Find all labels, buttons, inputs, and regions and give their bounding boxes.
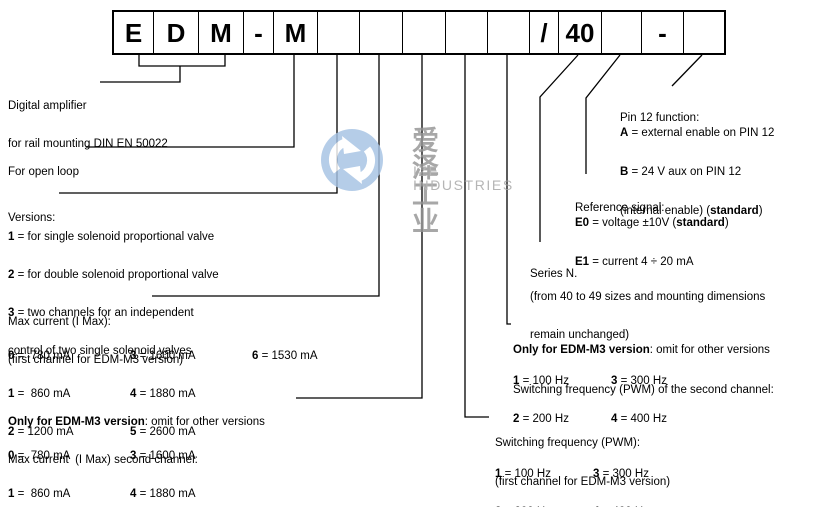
connector-pin12	[671, 54, 703, 87]
max-current-second-title: Only for EDM-M3 version: omit for other …	[8, 416, 265, 466]
reference-signal-options: E0 = voltage ±10V (standard) E1 = curren…	[575, 217, 729, 268]
code-cell-9	[446, 12, 488, 53]
code-cell-4: -	[244, 12, 274, 53]
code-cell-11: /	[530, 12, 559, 53]
code-cell-7	[360, 12, 403, 53]
note-text: NOTE: other setting available upon reque…	[8, 486, 408, 507]
watermark-cjk-text: 爱泽工业	[412, 126, 442, 237]
code-cell-8	[403, 12, 446, 53]
code-cell-1: E	[114, 12, 154, 53]
max-current-first-title: Max current (I Max): (first channel for …	[8, 316, 184, 366]
code-cell-2: D	[154, 12, 199, 53]
versions-items: 1 = for single solenoid proportional val…	[8, 231, 219, 357]
code-cell-6	[318, 12, 360, 53]
pin12-title: Pin 12 function:	[620, 112, 700, 124]
code-cell-13	[602, 12, 642, 53]
ize-logo-icon	[321, 129, 383, 191]
pin12-options: A = external enable on PIN 12 B = 24 V a…	[620, 127, 775, 217]
reference-signal-title: Reference signal:	[575, 202, 665, 214]
connector-series	[539, 54, 579, 242]
open-loop-label: For open loop	[8, 166, 79, 178]
code-cell-12: 40	[559, 12, 602, 53]
code-cell-14: -	[642, 12, 684, 53]
pwm-first-title: Switching frequency (PWM): (first channe…	[495, 437, 671, 488]
connector-pwm-second	[506, 55, 511, 325]
code-cell-3: M	[199, 12, 244, 53]
digital-amplifier-label: Digital amplifier for rail mounting DIN …	[8, 100, 168, 150]
watermark-latin-text: IZE INDUSTRIES	[413, 163, 514, 193]
series-title: Series N.	[530, 268, 578, 280]
connector-versions	[59, 55, 338, 194]
connector-max-current-second	[296, 55, 423, 399]
series-note: (from 40 to 49 sizes and mounting dimens…	[530, 291, 766, 341]
connector-digital-amplifier	[100, 55, 226, 83]
versions-title: Versions:	[8, 212, 56, 224]
code-cell-5: M	[274, 12, 318, 53]
pwm-first-values: 1 = 100 Hz3 = 300 Hz 2 = 200 Hz4 = 400 H…	[495, 468, 649, 507]
connector-pwm-first	[464, 55, 489, 418]
connector-max-current-first	[152, 55, 380, 297]
pwm-second-title: Only for EDM-M3 version: omit for other …	[513, 344, 774, 396]
code-cell-10	[488, 12, 530, 53]
connector-open-loop	[86, 55, 295, 148]
model-code-row: E D M - M / 40 -	[112, 10, 726, 55]
connector-reference-signal	[585, 54, 621, 174]
